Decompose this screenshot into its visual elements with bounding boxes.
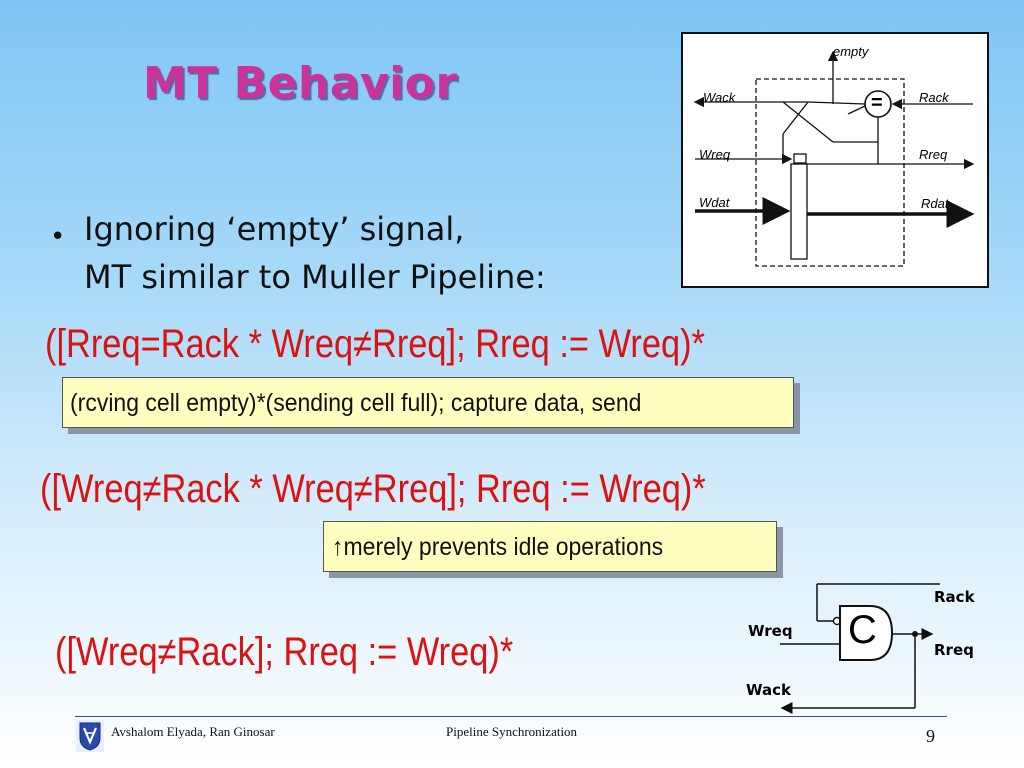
latch-control [793, 153, 807, 164]
note-box-2: ↑merely prevents idle operations [323, 521, 777, 572]
footer-divider [75, 716, 947, 717]
footer-topic: Pipeline Synchronization [446, 724, 578, 739]
c-wack-label: Wack [746, 681, 791, 699]
c-rreq-label: Rreq [934, 641, 974, 659]
comparator-label: = [871, 92, 883, 114]
wack-label: Wack [703, 90, 736, 105]
formula-1: ([Rreq=Rack * Wreq≠Rreq]; Rreq := Wreq)* [45, 322, 705, 366]
note-2-text: merely prevents idle operations [343, 533, 664, 561]
bullet-text-line1: Ignoring ‘empty’ signal, [84, 210, 465, 248]
cell-boundary [755, 78, 905, 267]
slide-title: MT Behavior [143, 58, 458, 109]
c-wreq-label: Wreq [748, 622, 793, 640]
wdat-label: Wdat [699, 195, 730, 210]
note-1-text: (rcving cell empty)*(sending cell full);… [70, 389, 642, 417]
up-arrow-icon: ↑ [332, 533, 344, 561]
bullet-icon: • [50, 222, 66, 252]
data-register [790, 163, 808, 260]
mt-block-diagram: empty Wack Rack = Wreq Rreq Wdat Rdat [681, 32, 989, 288]
c-gate-body [839, 605, 894, 661]
note-box-1: (rcving cell empty)*(sending cell full);… [62, 377, 794, 428]
c-gate-label: C [848, 608, 877, 652]
formula-3: ([Wreq≠Rack]; Rreq := Wreq)* [55, 630, 514, 674]
rack-label: Rack [919, 90, 949, 105]
page-number: 9 [926, 726, 935, 746]
footer-authors: Avshalom Elyada, Ran Ginosar [111, 724, 275, 739]
formula-2: ([Wreq≠Rack * Wreq≠Rreq]; Rreq := Wreq)* [40, 467, 706, 511]
empty-label: empty [833, 44, 869, 59]
c-rack-label: Rack [934, 588, 975, 606]
c-element-diagram: C Rack Wreq Rreq Wack [740, 578, 1000, 718]
rreq-label: Rreq [919, 147, 948, 162]
university-logo [76, 720, 104, 752]
rdat-label: Rdat [921, 196, 949, 211]
wreq-label: Wreq [699, 147, 731, 162]
bullet-text-line2: MT similar to Muller Pipeline: [84, 258, 546, 296]
